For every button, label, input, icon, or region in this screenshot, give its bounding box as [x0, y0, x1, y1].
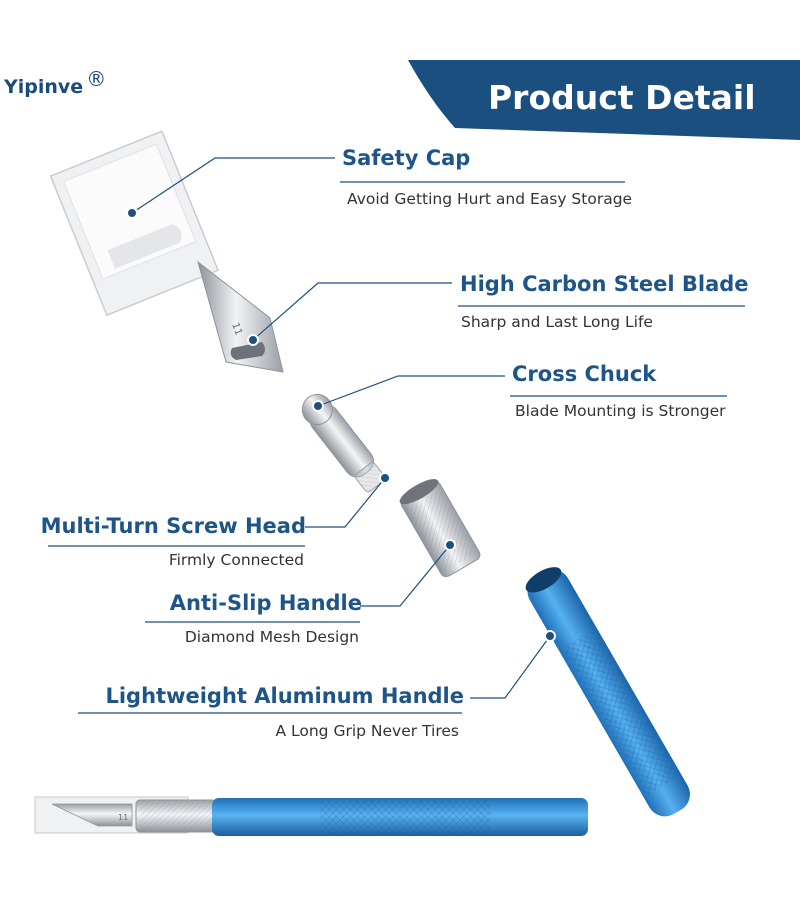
anti-slip-sleeve [399, 479, 481, 578]
title-underlines [48, 181, 745, 714]
aluminum-handle [525, 567, 690, 817]
part-title-screw-head: Multi-Turn Screw Head [40, 514, 306, 538]
assembled-knife: 11 [34, 796, 588, 836]
safety-cap [49, 130, 220, 317]
cross-chuck [301, 394, 386, 493]
part-desc-aluminum-handle: A Long Grip Never Tires [275, 722, 459, 740]
banner-title: Product Detail [488, 78, 756, 117]
knife-blade-number: 11 [118, 813, 128, 822]
part-desc-blade: Sharp and Last Long Life [461, 313, 653, 331]
part-title-safety-cap: Safety Cap [342, 146, 471, 170]
brand-logo: Yipinve® [4, 67, 106, 98]
part-desc-screw-head: Firmly Connected [168, 551, 304, 569]
part-title-blade: High Carbon Steel Blade [460, 272, 749, 296]
part-title-cross-chuck: Cross Chuck [512, 362, 657, 386]
banner-background [408, 60, 800, 140]
part-title-aluminum-handle: Lightweight Aluminum Handle [105, 684, 464, 708]
blade-number: 11 [229, 321, 244, 337]
part-desc-anti-slip-handle: Diamond Mesh Design [184, 628, 359, 646]
callout-dots [126, 207, 556, 642]
leader-lines [131, 157, 551, 699]
registered-mark: ® [86, 67, 107, 91]
part-desc-cross-chuck: Blade Mounting is Stronger [515, 402, 726, 420]
blade: 11 [197, 260, 284, 373]
brand-name: Yipinve [4, 76, 84, 98]
part-desc-safety-cap: Avoid Getting Hurt and Easy Storage [347, 190, 633, 208]
part-title-anti-slip-handle: Anti-Slip Handle [169, 591, 362, 615]
